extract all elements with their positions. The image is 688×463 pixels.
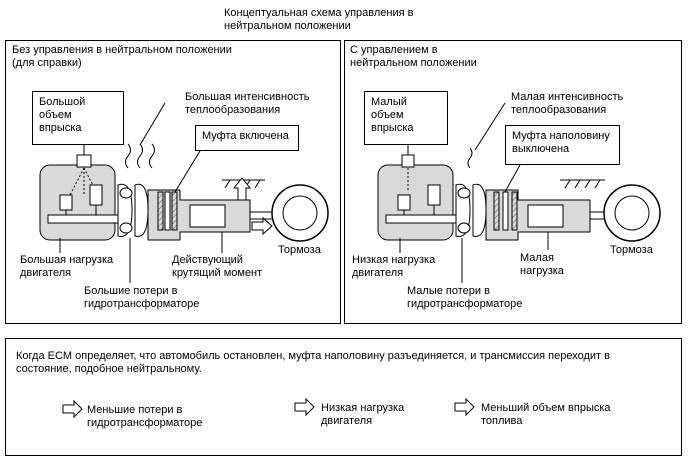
right-label-heat: Малая интенсивность теплообразования [511,91,624,116]
left-label-converter-loss: Большие потери в гидротрансформаторе [84,285,200,310]
summary-item-2: Низкая нагрузка двигателя [321,402,405,427]
summary-item-1: Меньшие потери в гидротрансформаторе [87,404,203,429]
summary-text: Когда ECM определяет, что автомобиль ост… [16,350,610,375]
right-panel-heading: С управлением в нейтральном положении [350,44,477,69]
left-assembly [39,102,329,283]
left-label-engine-load: Большая нагрузка двигателя [20,254,114,279]
panel-with-control [344,40,682,324]
left-callout-clutch: Муфта включена [195,125,299,151]
summary-arrow-1 [62,399,83,419]
injector-left [76,154,92,168]
engine-housing-right [377,164,454,241]
right-assembly [377,102,661,283]
diagram-title: Концептуальная схема управления в нейтра… [224,7,414,32]
summary-arrows [62,397,475,419]
right-label-engine-load: Низкая нагрузка двигателя [352,254,436,279]
left-callout-injection: Большой объем впрыска [32,91,124,145]
summary-item-3: Меньший объем впрыска топлива [481,402,611,427]
left-label-brakes: Тормоза [278,244,321,256]
summary-arrow-2 [294,397,315,417]
left-panel-heading: Без управления в нейтральном положении (… [12,44,232,69]
left-label-torque: Действующий крутящий момент [172,254,263,279]
right-label-brakes: Тормоза [610,244,653,256]
left-label-heat: Большая интенсивность теплообразования [185,91,310,116]
summary-arrow-3 [454,397,475,417]
right-label-load: Малая нагрузка [520,252,564,277]
right-callout-injection: Малый объем впрыска [364,91,448,145]
summary-box [5,338,682,456]
injector-right [401,154,415,168]
right-callout-clutch: Муфта наполовину выключена [505,125,620,165]
right-label-converter-loss: Малые потери в гидротрансформаторе [407,285,523,310]
panel-without-control [5,40,341,324]
engine-housing-left [39,164,116,241]
